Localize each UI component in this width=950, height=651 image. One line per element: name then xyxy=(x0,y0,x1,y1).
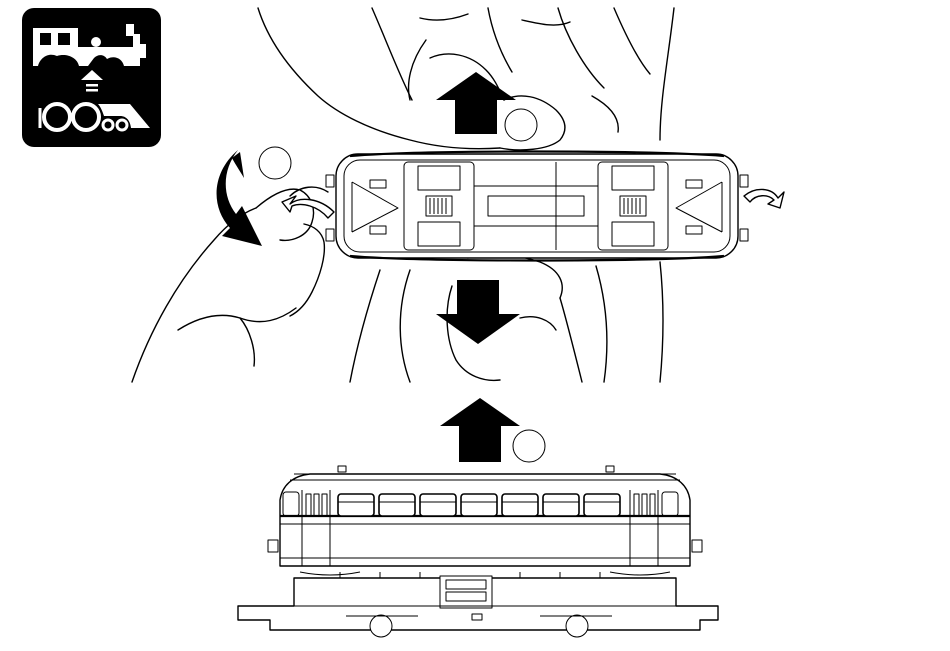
step-marker-bottom xyxy=(513,430,545,462)
passenger-windows xyxy=(338,494,620,516)
hook-arrow-right xyxy=(744,189,784,208)
arrow-up-bottom xyxy=(440,398,520,462)
hook-arrow-left xyxy=(282,196,334,218)
step-marker-left xyxy=(259,147,291,179)
coupler-right xyxy=(740,175,748,241)
bogie-right xyxy=(598,162,668,250)
steam-locomotive-body-removal-icon xyxy=(22,8,161,147)
chassis-side-view xyxy=(238,572,718,637)
step-marker-top xyxy=(505,109,537,141)
curved-arrow-left xyxy=(217,150,262,246)
bogie-left xyxy=(404,162,474,250)
chassis-outline xyxy=(336,154,738,258)
railcar-body xyxy=(268,466,702,566)
chassis-bottom-view xyxy=(326,152,748,261)
arrow-up-top xyxy=(436,72,516,134)
